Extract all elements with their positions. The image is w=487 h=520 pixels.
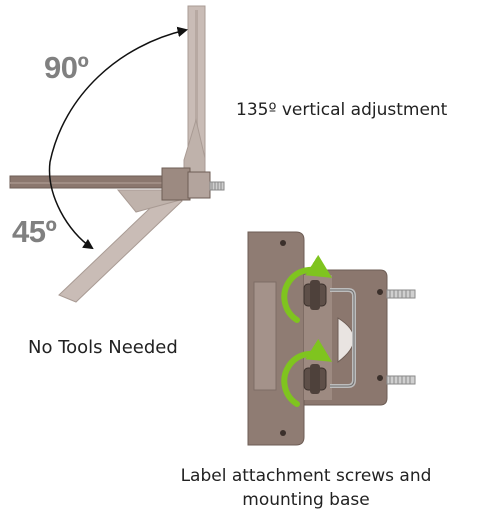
lower-angle-label: 45º	[12, 214, 57, 249]
label-attachment-caption: Label attachment screws and mounting bas…	[180, 466, 432, 510]
curved-double-arrow-icon	[48, 26, 189, 250]
bracket-upright-position	[183, 5, 206, 177]
bracket-tilted-position	[58, 189, 183, 303]
clockwise-rotate-arrow-icon	[281, 338, 333, 407]
mounting-base-detail	[247, 231, 416, 446]
clockwise-rotate-arrow-icon	[281, 254, 333, 323]
bracket-horizontal-position	[9, 167, 225, 201]
upper-angle-label: 90º	[44, 50, 89, 85]
vertical-adjustment-caption: 135º vertical adjustment	[236, 100, 448, 120]
no-tools-caption: No Tools Needed	[28, 337, 178, 358]
